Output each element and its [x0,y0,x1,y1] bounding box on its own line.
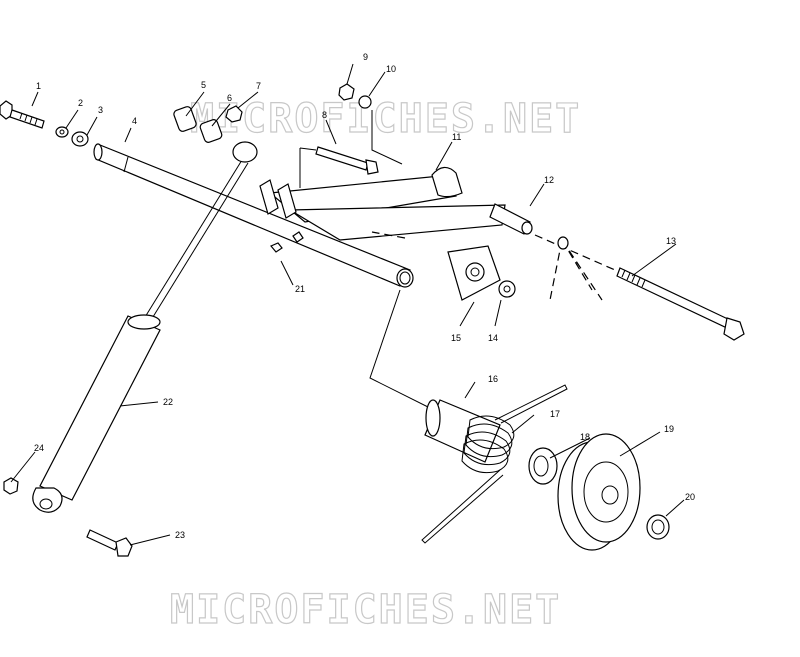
callout-4: 4 [132,116,137,126]
part-20-bushing [646,514,670,540]
callout-8: 8 [322,110,327,120]
part-17-spring [421,384,568,544]
callout-13: 13 [666,236,676,246]
part-5-bushing [173,106,197,132]
callout-24: 24 [34,443,44,453]
callout-20: 20 [685,492,695,502]
callout-21: 21 [295,284,305,294]
part-11-a-arm [259,166,506,241]
part-24-nut [3,477,19,495]
callout-19: 19 [664,424,674,434]
part-13-long-bolt [616,267,745,341]
part-1-bolt [0,100,45,129]
part-4-cross-shaft [93,143,414,288]
part-21-fitting [270,242,283,253]
part-7-nut [225,105,243,123]
callout-11: 11 [452,132,461,142]
part-15-block [447,245,501,301]
callout-17: 17 [550,409,560,419]
part-18-washer [528,447,558,485]
callout-3: 3 [98,105,103,115]
part-10-washer [358,95,372,109]
callout-9: 9 [363,52,368,62]
part-21-fitting-b [292,231,304,243]
callout-12: 12 [544,175,554,185]
part-9-nut [338,83,355,101]
part-22-shock-absorber [32,141,258,513]
part-12-pivot-tube [489,203,533,235]
callout-16: 16 [488,374,498,384]
callout-14: 14 [488,333,498,343]
part-8-bolt [315,146,379,175]
part-6-bushing [199,119,223,143]
callout-23: 23 [175,530,185,540]
watermark-bottom: MICROFICHES.NET [170,587,561,633]
callout-10: 10 [386,64,396,74]
part-19-idler-wheel [557,433,641,551]
watermark-top: MICROFICHES.NET [190,96,581,142]
callout-1: 1 [36,81,41,91]
part-2-washer [55,126,69,138]
callout-18: 18 [580,432,590,442]
callout-6: 6 [227,93,232,103]
part-14-washer [498,280,516,298]
callout-2: 2 [78,98,83,108]
callout-7: 7 [256,81,261,91]
callout-22: 22 [163,397,173,407]
part-23-bolt [86,529,133,557]
callout-5: 5 [201,80,206,90]
part-3-washer [71,131,89,147]
callout-15: 15 [451,333,461,343]
